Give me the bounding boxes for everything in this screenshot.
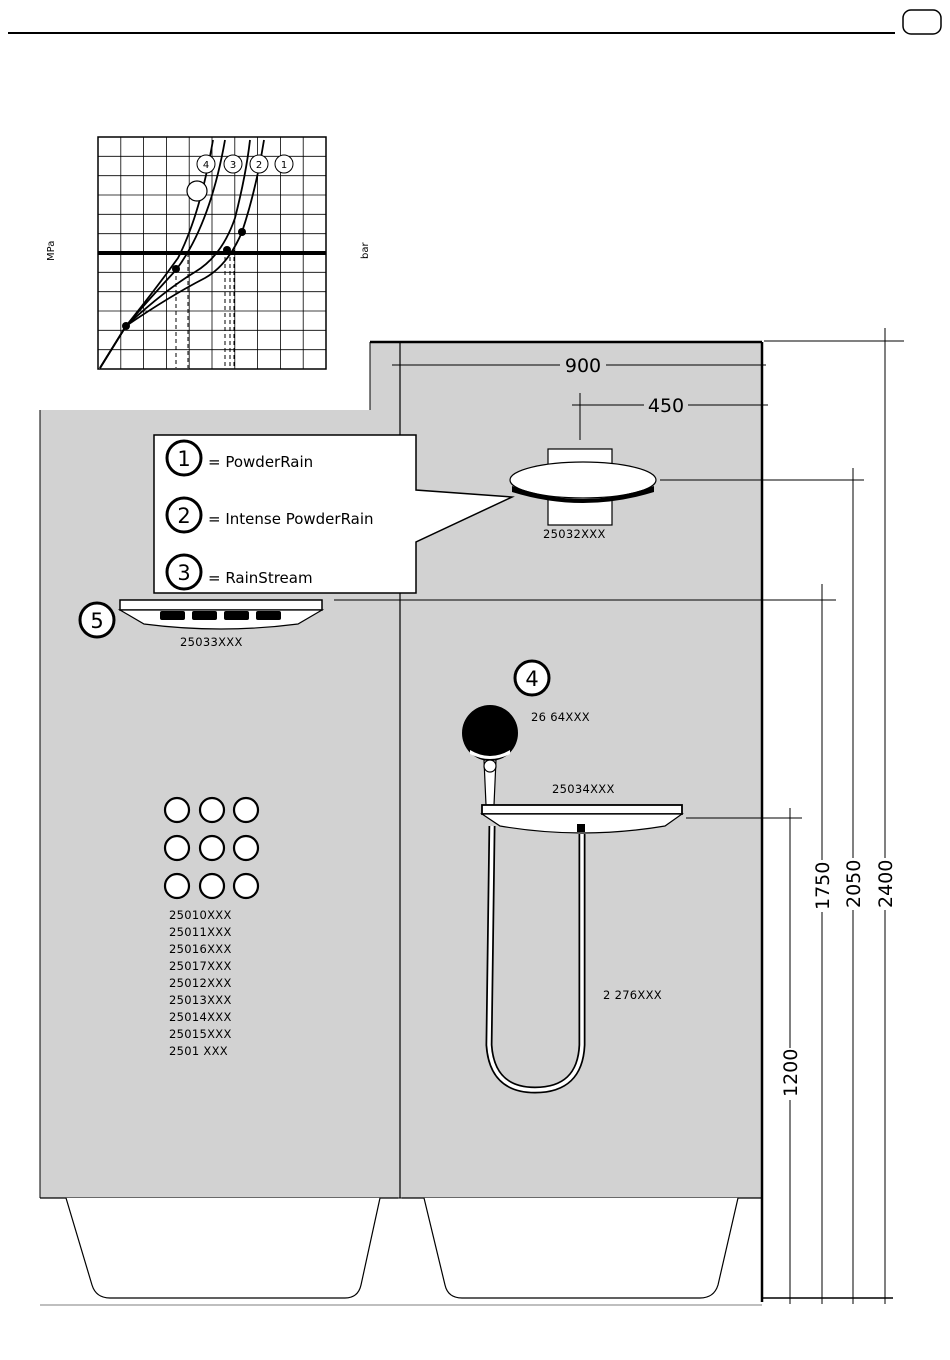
flow-chart: 4 3 2 1 MPa bar bbox=[46, 137, 371, 369]
page-tab-icon bbox=[903, 10, 941, 34]
body-jet-code: 25014XXX bbox=[169, 1010, 232, 1024]
body-jet-icon bbox=[234, 874, 258, 898]
hand-shower-code: 26 64XXX bbox=[531, 710, 590, 724]
legend-number-2: 2 bbox=[177, 504, 190, 528]
legend-text-3: = RainStream bbox=[208, 569, 313, 587]
hand-shower-joint bbox=[484, 760, 496, 772]
dim-2400-label: 2400 bbox=[875, 860, 897, 908]
body-jet-icon bbox=[165, 874, 189, 898]
dim-450-label: 450 bbox=[648, 395, 684, 417]
body-jet-code: 25015XXX bbox=[169, 1027, 232, 1041]
side-shower-number: 5 bbox=[90, 609, 103, 633]
dim-2050-label: 2050 bbox=[843, 860, 865, 908]
tub-left bbox=[40, 1198, 398, 1298]
body-jet-icon bbox=[234, 798, 258, 822]
dim-1200-label: 1200 bbox=[780, 1049, 802, 1097]
body-jet-code: 25012XXX bbox=[169, 976, 232, 990]
curve-label-3: 3 bbox=[230, 160, 236, 171]
side-shower-code: 25033XXX bbox=[180, 635, 243, 649]
side-shower-jet bbox=[192, 611, 217, 620]
body-jet-code: 25011XXX bbox=[169, 925, 232, 939]
body-jet-code: 25016XXX bbox=[169, 942, 232, 956]
shelf-valve bbox=[577, 824, 585, 832]
legend-text-1: = PowderRain bbox=[208, 453, 313, 471]
shower-shelf-code: 25034XXX bbox=[552, 782, 615, 796]
dim-900-label: 900 bbox=[565, 355, 601, 377]
legend-number-3: 3 bbox=[177, 561, 190, 585]
body-jet-icon bbox=[200, 836, 224, 860]
body-jet-code: 25010XXX bbox=[169, 908, 232, 922]
hose-code: 2 276XXX bbox=[603, 988, 662, 1002]
body-jet-icon bbox=[200, 874, 224, 898]
body-jet-icon bbox=[165, 798, 189, 822]
overhead-shower-code: 25032XXX bbox=[543, 527, 606, 541]
side-shower-jet bbox=[256, 611, 281, 620]
body-jet-code: 2501 XXX bbox=[169, 1044, 228, 1058]
body-jet-icon bbox=[165, 836, 189, 860]
curve-label-4: 4 bbox=[203, 160, 209, 171]
tub-right bbox=[402, 1198, 762, 1298]
curve-label-2: 2 bbox=[256, 160, 262, 171]
curve-point bbox=[238, 228, 246, 236]
side-shower-jet bbox=[224, 611, 249, 620]
curve-point bbox=[172, 265, 180, 273]
curve-point bbox=[223, 246, 231, 254]
legend-number-1: 1 bbox=[177, 447, 190, 471]
curve-point bbox=[122, 322, 130, 330]
curve-open-marker bbox=[187, 181, 207, 201]
body-jet-icon bbox=[234, 836, 258, 860]
body-jet-code: 25013XXX bbox=[169, 993, 232, 1007]
chart-unit-bar: bar bbox=[360, 242, 371, 259]
body-jet-code: 25017XXX bbox=[169, 959, 232, 973]
body-jet-icon bbox=[200, 798, 224, 822]
curve-label-1: 1 bbox=[281, 160, 287, 171]
hand-shower-number: 4 bbox=[525, 667, 538, 691]
side-shower-body bbox=[120, 600, 322, 610]
legend-text-2: = Intense PowderRain bbox=[208, 510, 374, 528]
side-shower-jet bbox=[160, 611, 185, 620]
shelf-top bbox=[482, 805, 682, 814]
chart-unit-mpa: MPa bbox=[46, 241, 57, 261]
dim-1750-label: 1750 bbox=[812, 862, 834, 910]
